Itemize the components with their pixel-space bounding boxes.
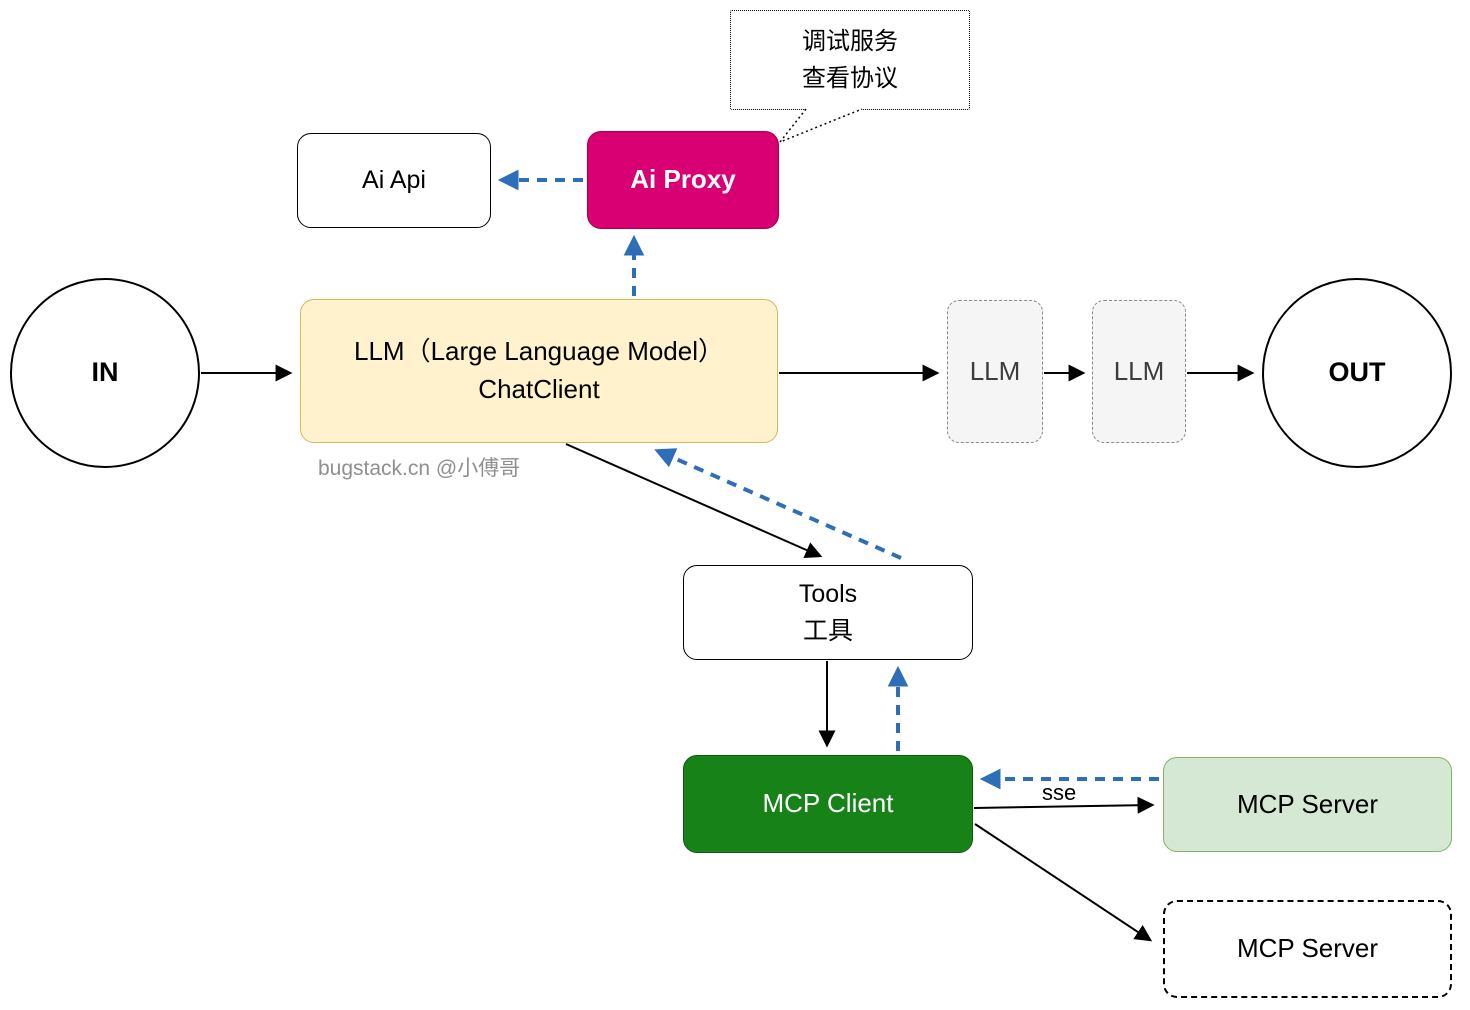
node-llm-line2: ChatClient (478, 374, 600, 404)
node-llm-small-1-label: LLM (969, 355, 1021, 386)
node-in-label: IN (91, 357, 119, 388)
arrow-tools-to-llm (654, 448, 902, 560)
node-ai-proxy: Ai Proxy (587, 131, 779, 229)
arrow-mcpclient-to-mcpserver-dashed (974, 823, 1153, 942)
node-mcp-server-dashed-label: MCP Server (1236, 933, 1379, 964)
node-out: OUT (1262, 278, 1452, 468)
node-llm-line1: LLM（Large Language Model） (353, 336, 725, 367)
callout-line2: 查看协议 (802, 65, 898, 92)
node-ai-api: Ai Api (297, 133, 491, 228)
node-tools-line2: 工具 (802, 616, 853, 645)
node-llm-small-2-label: LLM (1113, 355, 1165, 386)
node-tools-line1: Tools (798, 580, 858, 609)
node-llm-small-2: LLM (1092, 300, 1186, 443)
node-mcp-server-label: MCP Server (1236, 788, 1379, 819)
callout-tail (777, 108, 863, 144)
node-ai-proxy-label: Ai Proxy (630, 164, 736, 195)
node-mcp-client: MCP Client (683, 755, 973, 853)
node-out-label: OUT (1328, 357, 1386, 388)
node-ai-api-label: Ai Api (362, 166, 426, 195)
node-mcp-client-label: MCP Client (762, 788, 894, 819)
callout-debug-service: 调试服务 查看协议 (730, 10, 970, 110)
watermark-text: bugstack.cn @小傅哥 (318, 457, 521, 480)
arrow-llm-to-tools (565, 443, 823, 558)
node-mcp-server-dashed: MCP Server (1163, 900, 1452, 998)
node-tools: Tools 工具 (683, 565, 973, 660)
callout-line1: 调试服务 (802, 27, 898, 55)
node-mcp-server: MCP Server (1163, 757, 1452, 852)
node-in: IN (10, 278, 200, 468)
node-llm-chatclient: LLM（Large Language Model） ChatClient (300, 299, 778, 443)
node-llm-small-1: LLM (947, 300, 1043, 443)
edge-label-sse: sse (1042, 780, 1077, 805)
